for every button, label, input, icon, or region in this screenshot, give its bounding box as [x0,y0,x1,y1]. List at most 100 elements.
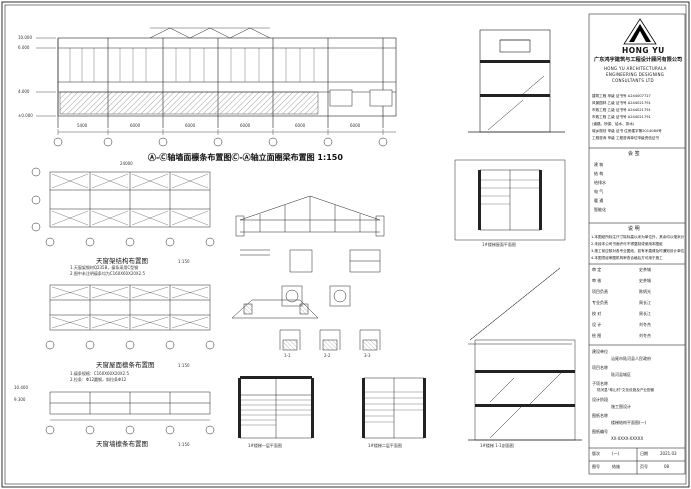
info-label-1: 建设单位 [592,349,608,354]
staff-label-1: 审 定 [592,267,602,272]
level-4: ±0.000 [18,113,33,118]
stair-plan-1f [239,377,313,439]
skylight-wall-purlin [49,391,211,421]
level-2: 6.000 [18,45,30,50]
license-1: 建筑工程 甲级 证书号 A244007727 [592,94,651,98]
stair-section-11 [468,267,572,345]
date-label: 日期 [640,451,648,456]
remark-2: 2.未经本公司书面许可不得复制或使用本图纸 [591,242,663,246]
info-value-3: 陆河县"粤山村"文化设施及产业配套 [597,388,655,392]
staff-label-5: 校 对 [592,311,602,316]
sign-row-1: 建 筑 [594,162,604,167]
brand-name: HONG YU [622,46,665,55]
dim-bay-6: 6000 [350,123,361,128]
scale-label-2: 1:150 [178,363,190,368]
date-value: 2021.03 [660,451,677,456]
info-value-5: 楼梯结构平面图(一) [611,420,647,425]
info-label-2: 项目名称 [592,365,608,370]
company-en-1: HONG YU ARCHITECTURALA [604,66,667,71]
staff-label-2: 审 核 [592,278,602,283]
staff-label-4: 专业负责 [592,300,608,305]
sign-row-2: 结 构 [594,171,604,176]
stair-section-mid [454,159,566,241]
skylight-frame-plan [49,171,211,228]
page-value: 08 [664,464,670,469]
beam-detail [231,299,319,319]
version-value: (一) [612,451,620,456]
level-3: 4.000 [18,89,30,94]
info-value-4: 施工图设计 [611,404,631,409]
staff-name-7: 刘冬杰 [639,333,651,338]
purlin-note-2: 2.拉条：Φ12圆钢，斜拉条Φ12 [70,377,127,382]
license-3: 市政工程 乙级 证书号 A244021791 [592,108,651,112]
sign-row-6: 智能化 [594,207,606,212]
truss-detail [235,195,385,237]
info-value-1: 汕尾市陆河县人民政府 [611,356,651,361]
stair-section-top [479,29,551,133]
frame-note-2: 2.图中未注明檩条均为C160X60X20X2.5 [70,271,146,276]
stair-plan-2f [363,377,425,439]
staff-name-3: 陈炳光 [639,289,651,294]
sign-section-title: 会 签 [628,151,640,157]
level-1: 10.000 [18,35,32,40]
sign-row-5: 暖 通 [594,198,604,203]
scale-label-3: 1:150 [178,442,190,447]
sign-row-4: 电 气 [594,189,604,194]
skylight-purlin-title: 天窗屋面檩条布置图 [96,361,155,369]
small-sections [279,329,381,351]
skylight-purlin-plan [49,284,211,331]
company-cn: 广东鸿宇建筑与工程设计顾问有限公司 [594,57,683,63]
dim-bay-1: 5400 [77,123,88,128]
staff-name-5: 周长江 [639,311,651,316]
license-4: 市政工程 乙级 证书号 A244021791 [592,115,651,119]
section-label-2: 2-2 [324,353,331,358]
info-label-5: 图纸名称 [592,413,608,418]
section-label-3: 3-3 [364,353,371,358]
dim-bay-2: 6000 [130,123,141,128]
section-label-1: 1-1 [284,353,291,358]
license-5: (道路、桥梁、给水、排水) [592,122,635,126]
skylight-wall-purlin-title: 天窗墙檩条布置图 [96,440,148,448]
sheet-value: 结施 [612,464,620,469]
info-label-4: 设计阶段 [592,397,608,402]
company-logo-icon [623,18,657,45]
remark-3: 3.施工前应核对各专业图纸，如有矛盾请及时通知设计单位 [591,249,685,253]
staff-name-6: 刘冬杰 [639,322,651,327]
staff-label-3: 项目负责 [592,289,608,294]
company-en-3: CONSULTANTS LTD [612,78,654,83]
version-label: 版次 [592,451,600,456]
stair-1f-title: 1#楼梯一层平面图 [248,443,282,448]
scale-label-1: 1:150 [178,259,190,264]
dim-bay-4: 6000 [240,123,251,128]
frame-note-1: 1.天窗架钢材Q235B，檩条采用C型钢 [70,265,139,270]
frame-total-dim: 24000 [120,161,133,166]
wall-elev-2: 9.300 [14,397,26,402]
license-7: 工程咨询 甲级 工程咨询单位甲级资信证书 [592,136,659,140]
info-label-3: 子项名称 [592,381,608,386]
elevation-hatch [59,91,319,115]
license-2: 风景园林 乙级 证书号 A244021791 [592,101,651,105]
elevation-title: Ⓐ-Ⓒ轴墙面檩条布置图Ⓒ-Ⓐ轴立面圈梁布置图 1:150 [148,153,343,162]
staff-label-7: 绘 图 [592,333,602,338]
staff-name-2: 史茶城 [639,278,651,283]
company-en-2: ENGINEERING DESIGNING [606,72,665,77]
stair-section-title: 1#楼梯 1-1剖面图 [480,443,514,448]
section-details [240,249,381,307]
dim-bay-5: 6000 [295,123,306,128]
staff-label-6: 设 计 [592,322,602,327]
page-label: 页号 [640,464,648,469]
remark-4: 4.本图须经审图机构审查合格后方可用于施工 [591,256,663,260]
stair-2f-title: 1#楼梯二层平面图 [368,443,402,448]
license-6: 城乡规划 甲级 证书 住房建字第2014084号 [592,129,662,133]
remarks-title: 说 明 [628,226,640,232]
info-value-2: 陆河县城区 [611,372,631,377]
staff-name-4: 周长江 [639,300,651,305]
stair-section-bottom [474,339,576,441]
info-label-6: 图纸编号 [592,429,608,434]
wall-elev-1: 10.400 [14,385,28,390]
info-value-6: XX-0XXX-XXXXX [611,436,644,441]
purlin-note-1: 1.檩条规格：C160X60X20X2.5 [70,371,130,376]
staff-name-1: 史茶城 [639,267,651,272]
